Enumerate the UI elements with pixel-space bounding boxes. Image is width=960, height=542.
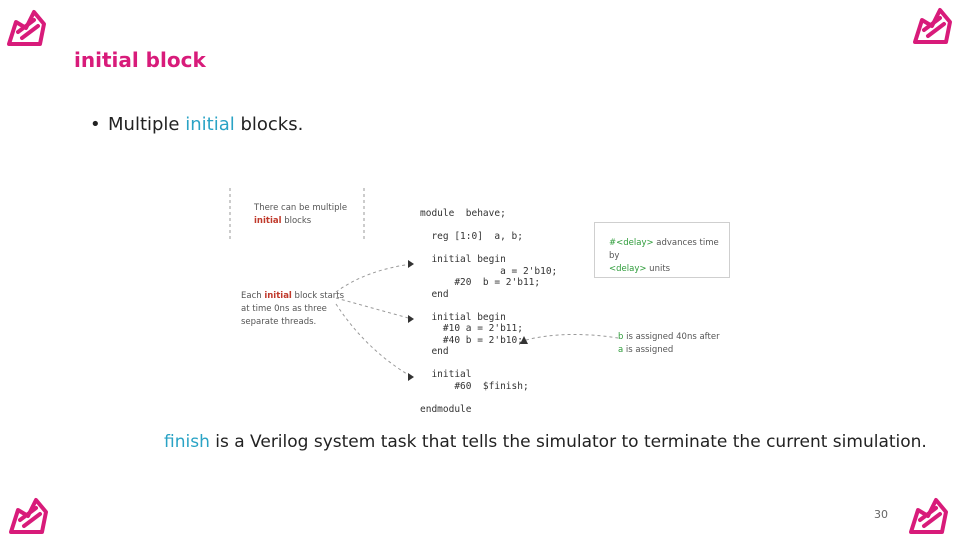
note-keyword: b [618, 332, 624, 342]
note-keyword: initial [254, 216, 282, 226]
note-line: #<delay> advances time by [609, 237, 729, 263]
code-line [420, 300, 557, 312]
note-line: There can be multiple [254, 203, 348, 213]
code-line: #40 b = 2'b10; [420, 334, 523, 346]
bullet-prefix: Multiple [108, 114, 180, 135]
note-line: <delay> units [609, 263, 729, 276]
code-line: end [420, 288, 449, 300]
university-logo-icon [910, 2, 956, 48]
code-line: reg [1:0] a, b; [420, 231, 523, 242]
note-each-initial: Each initial block starts at time 0ns as… [241, 290, 344, 329]
note-text: Each [241, 291, 265, 301]
university-logo-icon [6, 492, 52, 538]
note-line: Each initial block starts [241, 290, 344, 303]
note-text: units [646, 264, 671, 274]
university-logo-icon [906, 492, 952, 538]
bullet-highlight: initial [185, 114, 235, 135]
code-line: module behave; [420, 208, 506, 219]
code-line: a = 2'b10; [420, 265, 558, 277]
note-keyword: <delay> [609, 264, 647, 274]
university-logo-icon [4, 4, 50, 50]
verilog-code-block: module behave; reg [1:0] a, b; initial b… [420, 208, 557, 415]
note-keyword: #<delay> [609, 238, 654, 248]
bullet-suffix: blocks. [240, 114, 304, 135]
note-text: blocks [281, 216, 312, 226]
code-line: initial [420, 369, 472, 380]
code-line [420, 358, 557, 370]
code-line [420, 392, 557, 404]
note-text: is assigned 40ns after [623, 332, 720, 342]
note-keyword: a [618, 345, 624, 355]
code-line: endmodule [420, 403, 472, 415]
note-keyword: initial [264, 291, 292, 301]
note-assign: b is assigned 40ns after a is assigned [618, 331, 720, 357]
note-line: at time 0ns as three [241, 304, 327, 314]
note-delay-box: #<delay> advances time by <delay> units [594, 222, 730, 278]
code-line: #60 $finish; [420, 380, 529, 392]
note-line: separate threads. [241, 317, 317, 327]
note-line: a is assigned [618, 344, 720, 357]
note-text: advances time by [609, 238, 719, 261]
code-line: initial begin [420, 311, 506, 323]
code-line: #10 a = 2'b11; [420, 323, 523, 334]
annotation-connectors [229, 188, 619, 381]
bullet-item: • Multiple initial blocks. [90, 114, 303, 135]
note-text: is assigned [623, 345, 674, 355]
note-line: b is assigned 40ns after [618, 331, 720, 344]
footer-rest: is a Verilog system task that tells the … [209, 432, 927, 452]
bullet-marker: • [90, 114, 101, 135]
code-line: #20 b = 2'b11; [420, 277, 541, 288]
code-line [420, 220, 557, 232]
code-line [420, 243, 557, 255]
note-line: initial blocks [254, 215, 347, 228]
code-line: end [420, 346, 449, 357]
note-multiple-initial: There can be multiple initial blocks [254, 202, 347, 228]
note-delay: #<delay> advances time by <delay> units [609, 237, 729, 276]
code-line: initial begin [420, 254, 506, 265]
page-number: 30 [874, 508, 888, 521]
footer-highlight: finish [164, 432, 210, 452]
verilog-code-figure: There can be multiple initial blocks Eac… [226, 180, 746, 430]
note-text: block starts [291, 291, 345, 301]
footer-statement: finish is a Verilog system task that tel… [164, 432, 927, 452]
slide-title: initial block [74, 48, 206, 72]
